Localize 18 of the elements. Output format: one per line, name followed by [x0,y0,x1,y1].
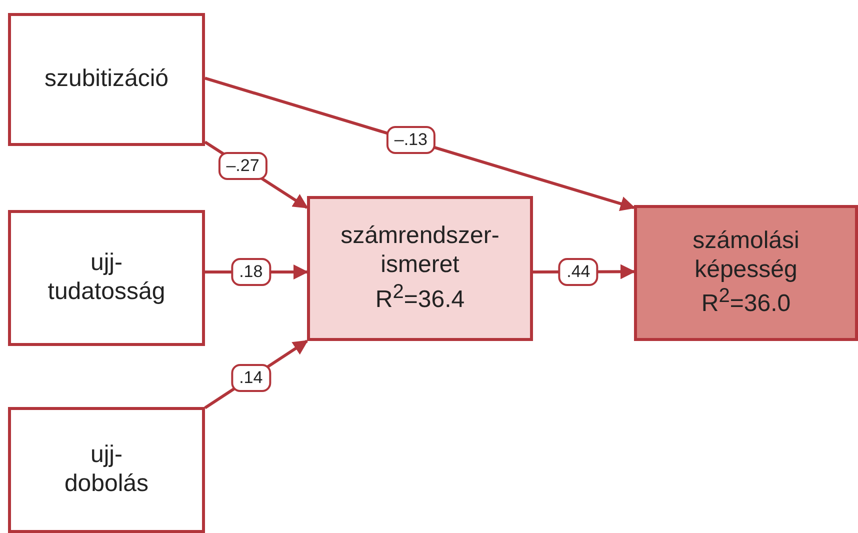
node-label: ujj- dobolás [64,441,149,499]
coefficient-label: .44 [558,258,598,286]
node-label: szubitizáció [44,65,169,94]
arrow [204,76,636,211]
variable-box [8,210,205,346]
mediator-box [307,196,533,341]
coefficient-label: .14 [231,364,271,392]
r-squared-value: R$^{2}$=36.4 [375,280,465,315]
node-label: számolási képesség [692,226,800,284]
node-label: ujj- tudatosság [48,249,166,307]
coefficient-label: .18 [231,258,271,286]
coefficient-label: –.27 [218,152,268,180]
variable-box [8,13,205,146]
node-label: számrendszer- ismeret [340,222,500,280]
r-squared-value: R$^{2}$=36.0 [701,284,791,320]
outcome-box [634,205,858,341]
variable-box [8,407,205,533]
coefficient-label: –.13 [386,126,436,154]
